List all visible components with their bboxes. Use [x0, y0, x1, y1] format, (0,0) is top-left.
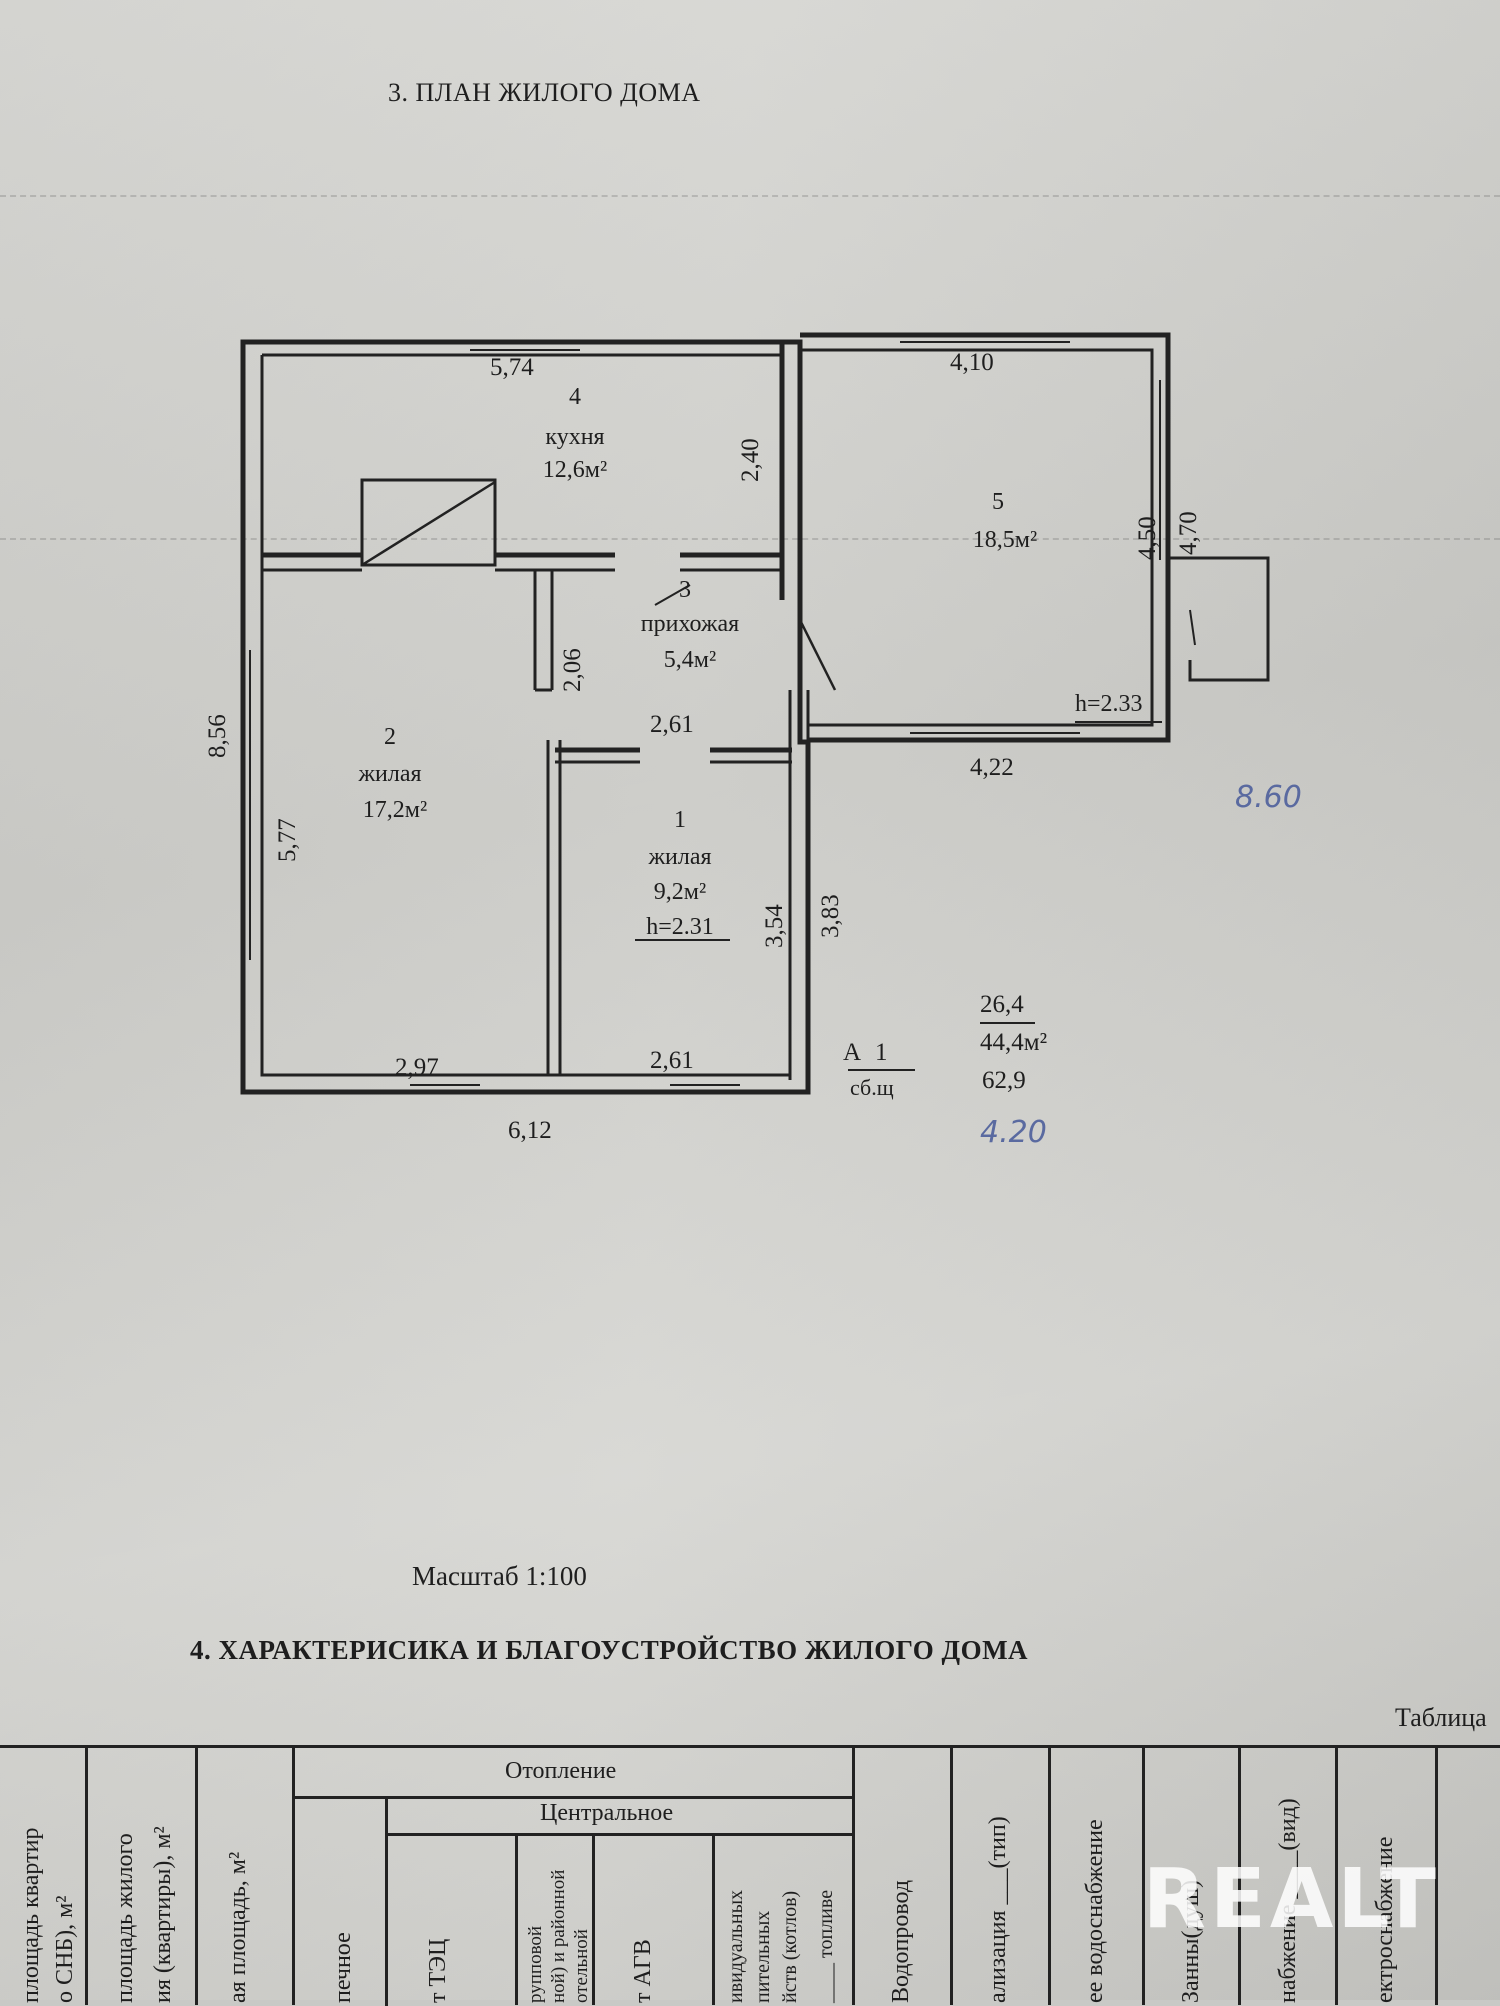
window	[910, 732, 1080, 741]
room-4-number: 4	[569, 384, 581, 410]
col-tec: т ТЭЦ	[425, 1938, 451, 2003]
window	[1159, 380, 1169, 560]
col-group-1: рупповой	[525, 1925, 546, 2003]
central-header: Центральное	[540, 1800, 674, 1826]
dim-top-left: 5,74	[490, 354, 534, 381]
fold-line	[0, 195, 1500, 197]
characteristics-table: Отопление Центральное площадь квартир о …	[0, 1745, 1500, 2006]
col-apartments-area-2: о СНБ), м²	[52, 1895, 78, 2004]
total-area: 44,4м²	[980, 1029, 1048, 1056]
room-3-area: 5,4м²	[663, 647, 717, 673]
dim-annex-bottom: 4,22	[970, 754, 1014, 781]
dim-bottom-mid: 2,61	[650, 1047, 694, 1074]
stove-box	[360, 478, 497, 567]
scale-label: Масштаб 1:100	[412, 1561, 587, 1591]
heating-header: Отопление	[505, 1758, 617, 1784]
room-1-area: 9,2м²	[653, 879, 707, 905]
fold-line	[0, 538, 1500, 540]
window	[470, 341, 580, 351]
room-1-name: жилая	[648, 844, 712, 870]
room-2-number: 2	[384, 724, 396, 750]
outer-wall	[240, 339, 811, 1095]
col-fuel: ____ топливе	[815, 1889, 837, 2003]
col-water: Водопровод	[888, 1879, 914, 2003]
col-group-2: ной) и районной	[548, 1869, 569, 2003]
room-1-number: 1	[674, 807, 686, 833]
dim-kitchen-side: 2,40	[737, 438, 764, 482]
handwritten-note-bottom: 4.20	[980, 1115, 1047, 1150]
dim-top-right: 4,10	[950, 349, 994, 376]
col-group-3: отельной	[571, 1929, 592, 2003]
col-apartments-area-1: площадь квартир	[18, 1827, 44, 2003]
marker-letter: А	[843, 1039, 862, 1066]
room-1-height: h=2.31	[646, 914, 714, 940]
room-4-name: кухня	[545, 424, 605, 450]
col-hot-water: ее водоснабжение	[1082, 1819, 1108, 2003]
dim-hall-width: 2,06	[559, 648, 586, 692]
room-3-name: прихожая	[640, 611, 740, 637]
plan-heading: 3. ПЛАН ЖИЛОГО ДОМА	[388, 78, 701, 107]
room-2-name: жилая	[358, 761, 422, 787]
col-house-area-2: ия (квартиры), м²	[150, 1826, 176, 2003]
col-individual-1: ивидуальных	[725, 1889, 747, 2003]
col-agv: т АГВ	[630, 1939, 656, 2003]
handwritten-note-right: 8.60	[1235, 780, 1302, 815]
fraction-line	[980, 1022, 1035, 1024]
window	[242, 650, 251, 960]
dim-overall-width: 6,12	[508, 1117, 552, 1144]
room-2-area: 17,2м²	[362, 797, 428, 823]
col-individual-3: йств (котлов)	[779, 1890, 801, 2003]
floor-plan	[240, 332, 1270, 1095]
dim-room1-top: 2,61	[650, 711, 694, 738]
dim-bottom-left: 2,97	[395, 1054, 439, 1081]
col-individual-2: пительных	[752, 1910, 774, 2003]
table-label: Таблица	[1395, 1703, 1487, 1732]
room-5-height: h=2.33	[1075, 691, 1143, 717]
window	[670, 1084, 740, 1093]
col-stove: печное	[330, 1932, 356, 2003]
dim-overall-height: 8,56	[204, 714, 231, 758]
room-5-area: 18,5м²	[972, 527, 1038, 553]
window	[900, 334, 1070, 343]
window	[410, 1084, 480, 1093]
gross-area: 62,9	[982, 1067, 1026, 1094]
room-3-number: 3	[679, 577, 691, 603]
dim-room2-height: 5,77	[274, 818, 301, 862]
dim-annex-inner: 4,50	[1134, 516, 1161, 560]
room-4-area: 12,6м²	[542, 457, 608, 483]
col-sewer: ализация ___(тип)	[985, 1816, 1011, 2003]
marker-label: сб.щ	[850, 1075, 894, 1100]
dim-outer-side: 3,83	[817, 894, 844, 938]
realt-watermark-logo: REALT	[1142, 1852, 1440, 1947]
col-house-area-1: площадь жилого	[112, 1833, 138, 2003]
living-area-total: 26,4	[980, 991, 1024, 1018]
marker-number: 1	[875, 1039, 888, 1066]
dim-annex-outer: 4,70	[1175, 511, 1202, 555]
dim-room1-side: 3,54	[761, 904, 788, 948]
col-living-area: ая площадь, м²	[225, 1851, 251, 2003]
section-heading: 4. ХАРАКТЕРИСИКА И БЛАГОУСТРОЙСТВО ЖИЛОГ…	[190, 1635, 1029, 1665]
room-5-number: 5	[992, 489, 1004, 515]
